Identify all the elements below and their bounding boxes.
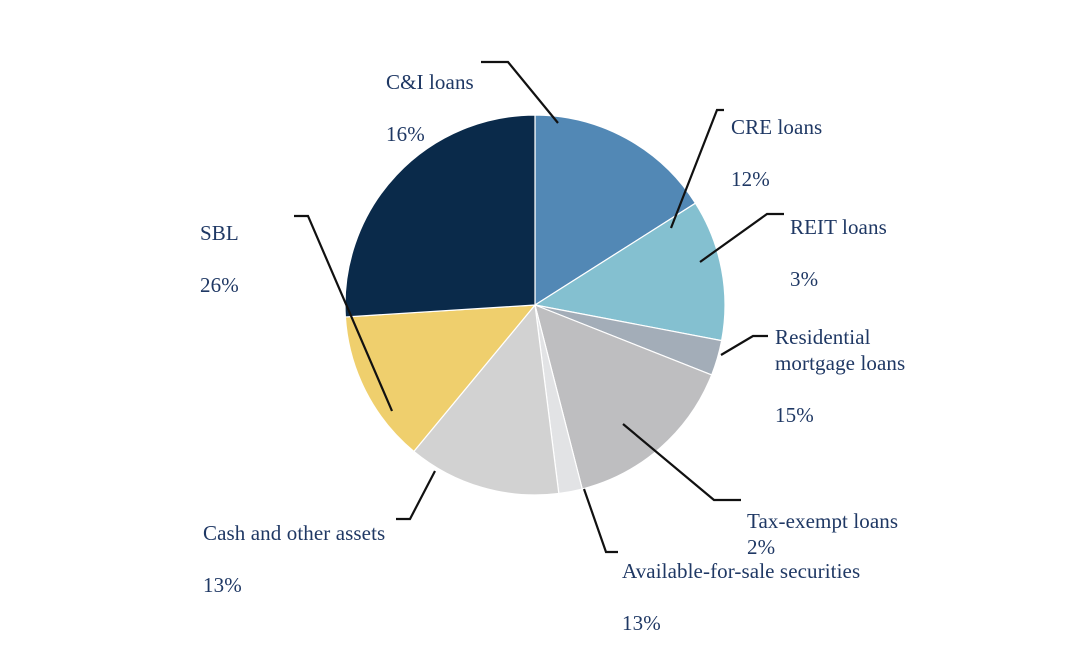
slice-label-cash-and-other-assets-name: Cash and other assets (203, 521, 386, 545)
pie-slice[interactable] (534, 304, 713, 490)
slice-label-available-for-sale-securities-name: Available-for-sale securities (622, 559, 861, 583)
leader-line-cre (669, 108, 724, 229)
slice-label-residential-mortgage-loans-name: Residential mortgage loans (775, 325, 906, 375)
slice-label-ci-loans-value: 16% (386, 122, 425, 146)
slice-label-cre-loans-name: CRE loans (731, 115, 823, 139)
leader-lines-group (294, 60, 784, 554)
slice-label-available-for-sale-securities-value: 13% (622, 611, 661, 635)
slice-label-tax-exempt-loans-name: Tax-exempt loans (747, 509, 899, 533)
pie-slice[interactable] (533, 202, 726, 342)
pie-slices-group (344, 114, 726, 496)
slice-label-cre-loans: CRE loans 12% (731, 88, 931, 218)
pie-chart-figure: C&I loans 16% CRE loans 12% REIT loans 3… (200, 43, 1047, 635)
slice-label-reit-loans-value: 3% (790, 267, 819, 291)
leader-line-tax (622, 423, 741, 502)
slice-label-residential-mortgage-loans-value: 15% (775, 403, 814, 427)
slice-label-reit-loans: REIT loans 3% (790, 188, 990, 318)
slice-label-reit-loans-name: REIT loans (790, 215, 887, 239)
pie-chart-svg (294, 60, 784, 554)
slice-label-cre-loans-value: 12% (731, 167, 770, 191)
leader-line-reit (699, 212, 784, 263)
slice-label-sbl-name: SBL (200, 221, 239, 245)
leader-line-sbl (294, 214, 394, 412)
slice-label-ci-loans-name: C&I loans (386, 70, 474, 94)
pie-slice[interactable] (413, 303, 560, 496)
slice-label-ci-loans: C&I loans 16% (386, 43, 596, 173)
slice-label-available-for-sale-securities: Available-for-sale securities 13% (622, 532, 952, 662)
slice-label-sbl-value: 26% (200, 273, 239, 297)
slice-label-sbl: SBL 26% (200, 194, 360, 324)
pie-slice[interactable] (344, 114, 536, 318)
slice-label-tax-exempt-loans-value: 2% (747, 535, 776, 559)
slice-label-tax-exempt-loans: Tax-exempt loans 2% (747, 482, 1047, 560)
leader-line-resi (720, 334, 768, 356)
slice-label-cash-and-other-assets-value: 13% (203, 573, 242, 597)
leader-line-ci (481, 60, 559, 124)
leader-line-cash (396, 470, 436, 521)
pie-slice[interactable] (344, 304, 537, 453)
leader-line-afs (582, 488, 618, 554)
slice-label-residential-mortgage-loans: Residential mortgage loans 15% (775, 298, 955, 454)
slice-label-cash-and-other-assets: Cash and other assets 13% (203, 494, 533, 624)
